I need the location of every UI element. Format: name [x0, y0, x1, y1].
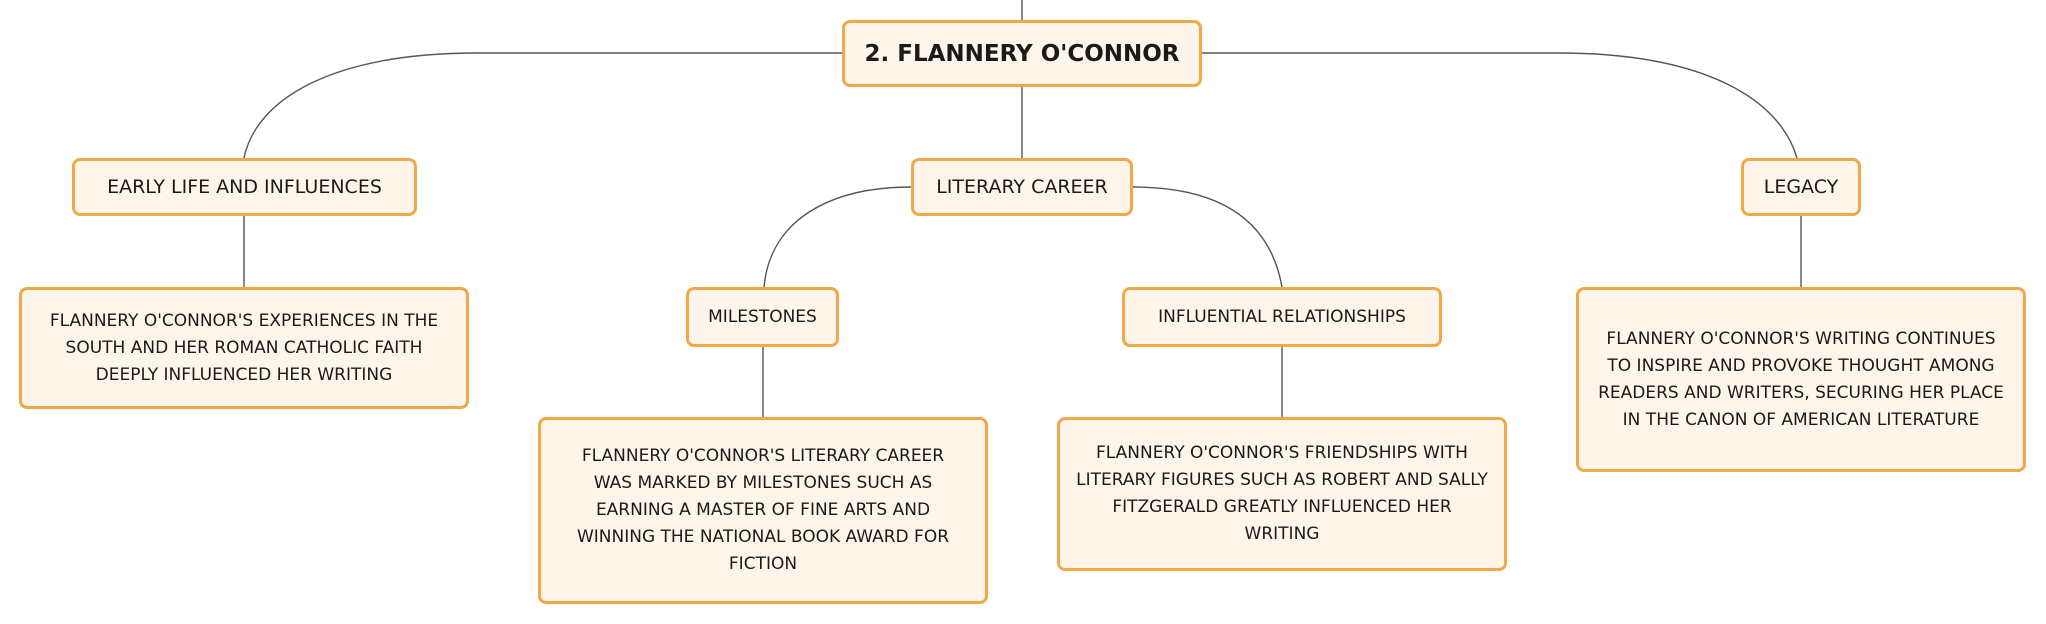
- topic-literary-career-label: LITERARY CAREER: [936, 176, 1108, 198]
- topic-influential-relationships-label: INFLUENTIAL RELATIONSHIPS: [1158, 307, 1406, 327]
- detail-legacy-text: FLANNERY O'CONNOR'S WRITING CONTINUES TO…: [1598, 328, 2004, 430]
- topic-legacy[interactable]: LEGACY: [1741, 158, 1861, 216]
- detail-milestones[interactable]: FLANNERY O'CONNOR'S LITERARY CAREER WAS …: [538, 417, 988, 604]
- detail-influential-relationships[interactable]: FLANNERY O'CONNOR'S FRIENDSHIPS WITH LIT…: [1057, 417, 1507, 571]
- detail-early-life-text: FLANNERY O'CONNOR'S EXPERIENCES IN THE S…: [49, 310, 439, 385]
- topic-influential-relationships[interactable]: INFLUENTIAL RELATIONSHIPS: [1122, 287, 1442, 347]
- topic-early-life[interactable]: EARLY LIFE AND INFLUENCES: [72, 158, 417, 216]
- root-topic-label: 2. FLANNERY O'CONNOR: [864, 40, 1180, 67]
- root-topic-node[interactable]: 2. FLANNERY O'CONNOR: [842, 20, 1202, 87]
- link-root-legacy: [1202, 52, 1798, 159]
- topic-milestones-label: MILESTONES: [708, 307, 817, 327]
- detail-legacy[interactable]: FLANNERY O'CONNOR'S WRITING CONTINUES TO…: [1576, 287, 2026, 472]
- detail-early-life[interactable]: FLANNERY O'CONNOR'S EXPERIENCES IN THE S…: [19, 287, 469, 409]
- topic-early-life-label: EARLY LIFE AND INFLUENCES: [107, 176, 382, 198]
- link-career-milestones: [763, 186, 912, 288]
- topic-milestones[interactable]: MILESTONES: [686, 287, 839, 347]
- topic-legacy-label: LEGACY: [1763, 176, 1839, 198]
- link-root-early-life: [243, 52, 842, 159]
- topic-literary-career[interactable]: LITERARY CAREER: [911, 158, 1133, 216]
- detail-milestones-text: FLANNERY O'CONNOR'S LITERARY CAREER WAS …: [576, 446, 950, 574]
- detail-influential-relationships-text: FLANNERY O'CONNOR'S FRIENDSHIPS WITH LIT…: [1076, 443, 1488, 544]
- link-career-relationships: [1132, 186, 1283, 288]
